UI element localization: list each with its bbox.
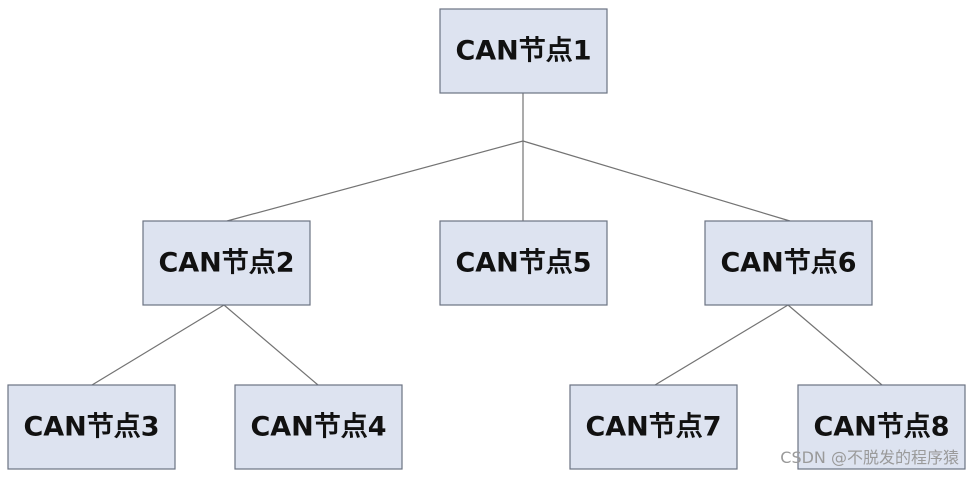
node-label: CAN节点5	[455, 248, 591, 279]
edge-n2-n3	[91, 304, 225, 386]
edge-n6-n8	[787, 304, 883, 386]
node-label: CAN节点7	[585, 412, 721, 443]
node-box	[797, 384, 966, 470]
node-can-2: CAN节点2	[142, 220, 311, 306]
edge-n2-n4	[223, 304, 319, 386]
node-label: CAN节点8	[813, 412, 949, 443]
node-can-6: CAN节点6	[704, 220, 873, 306]
node-label: CAN节点1	[455, 36, 591, 67]
node-box	[7, 384, 176, 470]
edge-n6-n7	[654, 304, 789, 386]
edge-n1-n2	[226, 140, 524, 222]
node-label: CAN节点4	[250, 412, 386, 443]
node-label: CAN节点2	[158, 248, 294, 279]
node-can-3: CAN节点3	[7, 384, 176, 470]
node-box	[704, 220, 873, 306]
edge-n1-n6	[522, 140, 791, 222]
node-can-7: CAN节点7	[569, 384, 738, 470]
csdn-watermark: CSDN @不脱发的程序猿	[780, 448, 959, 467]
node-can-4: CAN节点4	[234, 384, 403, 470]
node-box	[439, 220, 608, 306]
node-box	[234, 384, 403, 470]
node-label: CAN节点3	[23, 412, 159, 443]
node-can-8: CAN节点8	[797, 384, 966, 470]
node-label: CAN节点6	[720, 248, 856, 279]
node-box	[142, 220, 311, 306]
node-can-5: CAN节点5	[439, 220, 608, 306]
node-can-1: CAN节点1	[439, 8, 608, 94]
node-box	[569, 384, 738, 470]
node-box	[439, 8, 608, 94]
edges	[91, 93, 883, 386]
